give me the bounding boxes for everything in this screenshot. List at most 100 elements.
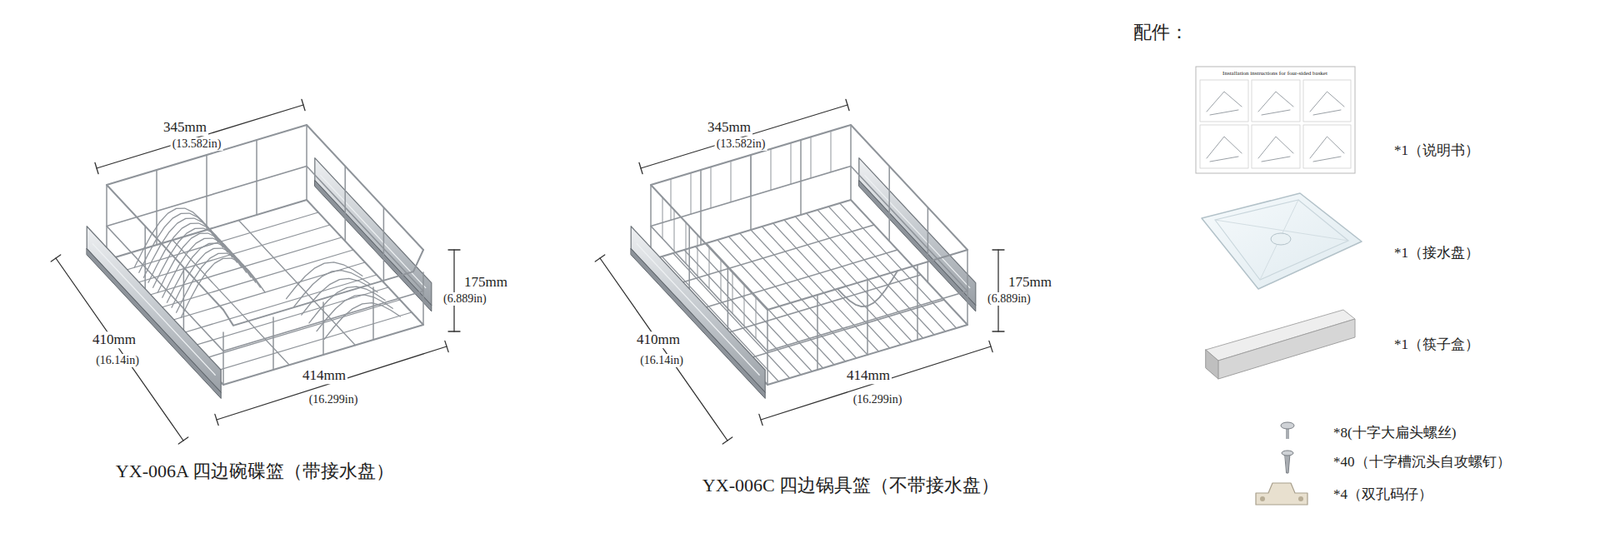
wire: [222, 332, 225, 385]
label-holder: (13.582in): [170, 137, 224, 151]
wire: [850, 125, 852, 200]
wire: [695, 246, 812, 372]
screw-shank: [1285, 454, 1290, 474]
bracket-hole: [1260, 496, 1265, 502]
dimension-value: (6.889in): [985, 292, 1033, 306]
label-holder: 345mm: [705, 119, 753, 136]
rail-highlight: [92, 244, 215, 376]
wire: [372, 287, 375, 340]
label-holder: 配件：: [1133, 21, 1189, 43]
accessory-label: *1（说明书）: [1394, 142, 1480, 160]
label-holder: Installation instructions for four-sided…: [1222, 70, 1328, 77]
dimension-tick: [50, 255, 60, 262]
dimension-value: 345mm: [705, 119, 753, 136]
chopstick-box: [1205, 350, 1219, 380]
dimension-tick: [301, 99, 305, 110]
wire: [674, 225, 875, 285]
manual-sketch: [1310, 136, 1345, 159]
label-holder: *1（接水盘）: [1394, 245, 1480, 262]
wire: [750, 230, 868, 355]
wire: [916, 265, 919, 340]
wire: [685, 222, 687, 265]
slide-rail-lower: [86, 249, 221, 400]
plate-divider: [180, 258, 265, 318]
drip-tray-drain: [1270, 233, 1291, 245]
product-caption: YX-006A 四边碗碟篮（带接水盘）: [115, 460, 395, 482]
pot-basket: [630, 125, 976, 399]
dimension-value: (16.14in): [638, 354, 685, 368]
manual-sketch: [1261, 156, 1290, 162]
label-holder: (16.14in): [94, 354, 141, 368]
wire: [422, 272, 425, 325]
label-holder: (16.14in): [638, 354, 685, 368]
wire: [770, 149, 772, 191]
wire: [817, 210, 935, 335]
manual-panel: [1303, 125, 1351, 169]
wire: [223, 250, 424, 326]
cup-holder: [294, 270, 370, 308]
manual-sketch: [1258, 91, 1294, 112]
basket-frame: [106, 200, 424, 385]
wire: [816, 295, 819, 370]
dimension-line: [760, 346, 991, 420]
slide-rail: [86, 226, 221, 394]
dimension-value: 414mm: [845, 367, 892, 385]
label-holder: 345mm: [161, 119, 209, 136]
manual-panel: [1303, 80, 1351, 122]
dimension-tick: [722, 437, 732, 445]
wire: [670, 179, 672, 220]
dimension-tick: [448, 330, 460, 332]
wire: [710, 166, 712, 209]
wire: [840, 203, 957, 329]
wire: [800, 140, 802, 215]
wire: [806, 213, 924, 339]
label-holder: 410mm: [635, 331, 682, 349]
dimension-tick: [992, 249, 1005, 250]
manual-sketch: [1206, 91, 1242, 112]
wire: [322, 302, 325, 355]
wire: [795, 216, 912, 342]
plate-divider: [166, 243, 251, 303]
label-holder: 414mm: [300, 367, 348, 385]
label-holder: YX-006A 四边碗碟篮（带接水盘）: [115, 460, 395, 482]
wire: [720, 260, 722, 302]
wire: [744, 285, 745, 327]
wire: [176, 275, 377, 335]
dimension-value: (16.14in): [94, 354, 141, 368]
screw-head: [1281, 450, 1294, 456]
wire: [662, 197, 664, 240]
wire: [255, 140, 258, 215]
label-holder: 414mm: [845, 367, 892, 385]
instruction-manual: [1195, 66, 1355, 174]
wire: [966, 250, 969, 325]
wire: [205, 155, 208, 230]
label-holder: *1（筷子盒）: [1394, 336, 1480, 354]
accessory-label: *40（十字槽沉头自攻螺钉）: [1333, 454, 1511, 471]
screw-head: [1280, 422, 1295, 430]
dimension-line: [216, 346, 447, 420]
manual-panel: [1200, 80, 1249, 122]
wire: [828, 206, 945, 332]
wire: [697, 235, 699, 277]
wire: [888, 166, 890, 242]
dimension-value: (16.299in): [851, 393, 905, 407]
dimension-tick: [845, 99, 850, 110]
label-holder: (16.299in): [851, 393, 905, 407]
wire: [238, 220, 355, 345]
manual-panel: [1251, 125, 1300, 169]
dimensions: [50, 99, 460, 445]
accessory-label: *8(十字大扁头螺丝): [1333, 425, 1456, 442]
dish-basket: [86, 125, 432, 399]
wire: [750, 155, 752, 197]
accessory-label: *4（双孔码仔）: [1333, 486, 1433, 504]
manual-panel: [1251, 80, 1300, 122]
dimension-value: 175mm: [1006, 274, 1054, 291]
dimension-tick: [639, 162, 643, 174]
label-holder: YX-006C 四边锅具篮（不带接水盘）: [702, 475, 1000, 496]
wire: [709, 247, 710, 290]
dimension-tick: [989, 340, 993, 352]
dimension-value: (13.582in): [715, 137, 768, 151]
wire: [674, 210, 675, 252]
